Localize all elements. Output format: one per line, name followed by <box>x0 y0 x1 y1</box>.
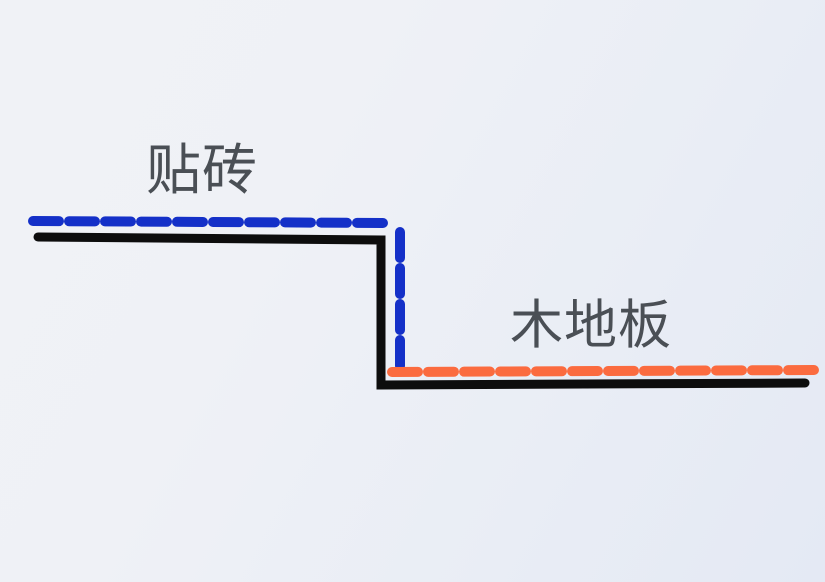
label-tile: 贴砖 <box>146 138 259 202</box>
label-wood: 木地板 <box>510 295 672 356</box>
black-step-outline <box>33 232 810 390</box>
orange-dashed-wood-line <box>387 365 823 377</box>
blue-dashed-tile-line-horizontal <box>28 216 393 228</box>
